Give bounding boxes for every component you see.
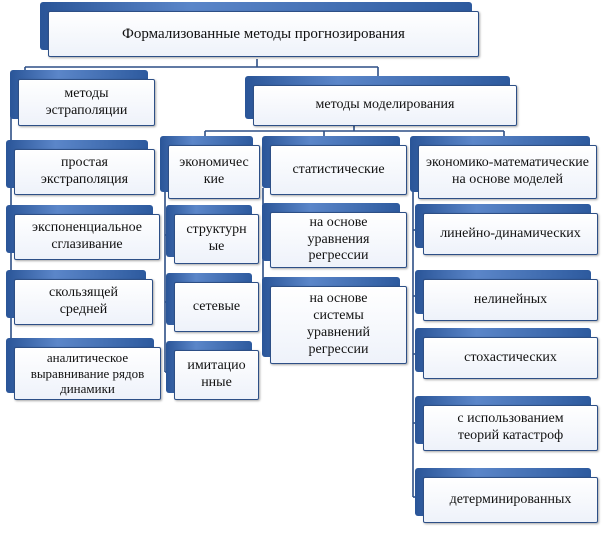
extrapolation-item-label: скользящей средней xyxy=(49,285,118,317)
node-face: экспоненциальное сглазивание xyxy=(14,214,160,260)
node-face: нелинейных xyxy=(423,279,598,321)
econ-math-item-nonlinear: нелинейных xyxy=(415,270,598,321)
extrapolation-item-label: экспоненциальное сглазивание xyxy=(32,220,142,252)
extrapolation-title: методы эстраполяции xyxy=(45,85,128,118)
economic-title: экономические xyxy=(179,155,249,187)
node-face: методы эстраполяции xyxy=(18,79,155,126)
node-face: детерминированных xyxy=(423,477,598,523)
econ-math-item-stochastic: стохастических xyxy=(415,328,598,379)
node-face: линейно-динамических xyxy=(423,213,598,255)
statistical-item-label: на основе уравнения регрессии xyxy=(307,214,370,264)
econ-math-item-label: детерминированных xyxy=(449,491,572,507)
extrapolation-item-exponential: экспоненциальное сглазивание xyxy=(6,205,160,260)
node-face: структурные xyxy=(174,214,259,264)
extrapolation-node: методы эстраполяции xyxy=(10,70,155,126)
economic-item-label: сетевые xyxy=(192,298,241,314)
statistical-item-label: на основе системы уравнений регрессии xyxy=(306,291,370,357)
node-face: стохастических xyxy=(423,337,598,379)
economic-item-structural: структурные xyxy=(166,205,259,264)
econ-math-item-label: с использованием теорий катастроф xyxy=(457,411,564,443)
econ-math-item-deterministic: детерминированных xyxy=(415,468,598,523)
econ-math-item-label: стохастических xyxy=(464,349,557,365)
economic-item-label: структурные xyxy=(186,222,247,254)
modeling-title: методы моделирования xyxy=(315,97,455,113)
statistical-item-system: на основе системы уравнений регрессии xyxy=(262,277,407,364)
root-node: Формализованные методы прогнозирования xyxy=(40,2,479,57)
extrapolation-item-analytic: аналитическое выравнивание рядов динамик… xyxy=(6,338,161,400)
econ-math-item-linear-dynamic: линейно-динамических xyxy=(415,204,598,255)
node-face: аналитическое выравнивание рядов динамик… xyxy=(14,347,161,400)
economic-node: экономические xyxy=(160,136,260,199)
econ-math-item-label: линейно-динамических xyxy=(440,225,581,241)
extrapolation-item-simple: простая экстраполяция xyxy=(6,140,155,195)
economic-item-simulation: имитационные xyxy=(166,341,259,400)
node-face: на основе системы уравнений регрессии xyxy=(270,286,407,364)
economic-item-network: сетевые xyxy=(166,273,259,332)
node-face: методы моделирования xyxy=(253,85,517,126)
econ-math-item-catastrophe: с использованием теорий катастроф xyxy=(415,396,598,451)
statistical-node: статистические xyxy=(262,136,407,195)
economic-item-label: имитационные xyxy=(187,358,246,390)
modeling-node: методы моделирования xyxy=(245,76,517,126)
extrapolation-item-moving-average: скользящей средней xyxy=(6,270,153,325)
node-face: статистические xyxy=(270,145,407,195)
extrapolation-item-label: простая экстраполяция xyxy=(40,155,129,187)
node-face: имитационные xyxy=(174,350,259,400)
econ-math-node: экономико-математические на основе модел… xyxy=(410,136,597,199)
node-face: простая экстраполяция xyxy=(14,149,155,195)
statistical-title: статистические xyxy=(292,161,385,177)
node-face: скользящей средней xyxy=(14,279,153,325)
node-face: с использованием теорий катастроф xyxy=(423,405,598,451)
root-label: Формализованные методы прогнозирования xyxy=(122,26,405,42)
extrapolation-item-label: аналитическое выравнивание рядов динамик… xyxy=(30,350,145,397)
node-face: на основе уравнения регрессии xyxy=(270,212,407,268)
node-face: экономические xyxy=(168,145,260,199)
statistical-item-regression: на основе уравнения регрессии xyxy=(262,203,407,268)
econ-math-item-label: нелинейных xyxy=(473,291,548,307)
node-face: сетевые xyxy=(174,282,259,332)
econ-math-title: экономико-математические на основе модел… xyxy=(426,155,589,187)
node-face: экономико-математические на основе модел… xyxy=(418,145,597,199)
node-face: Формализованные методы прогнозирования xyxy=(48,11,479,57)
